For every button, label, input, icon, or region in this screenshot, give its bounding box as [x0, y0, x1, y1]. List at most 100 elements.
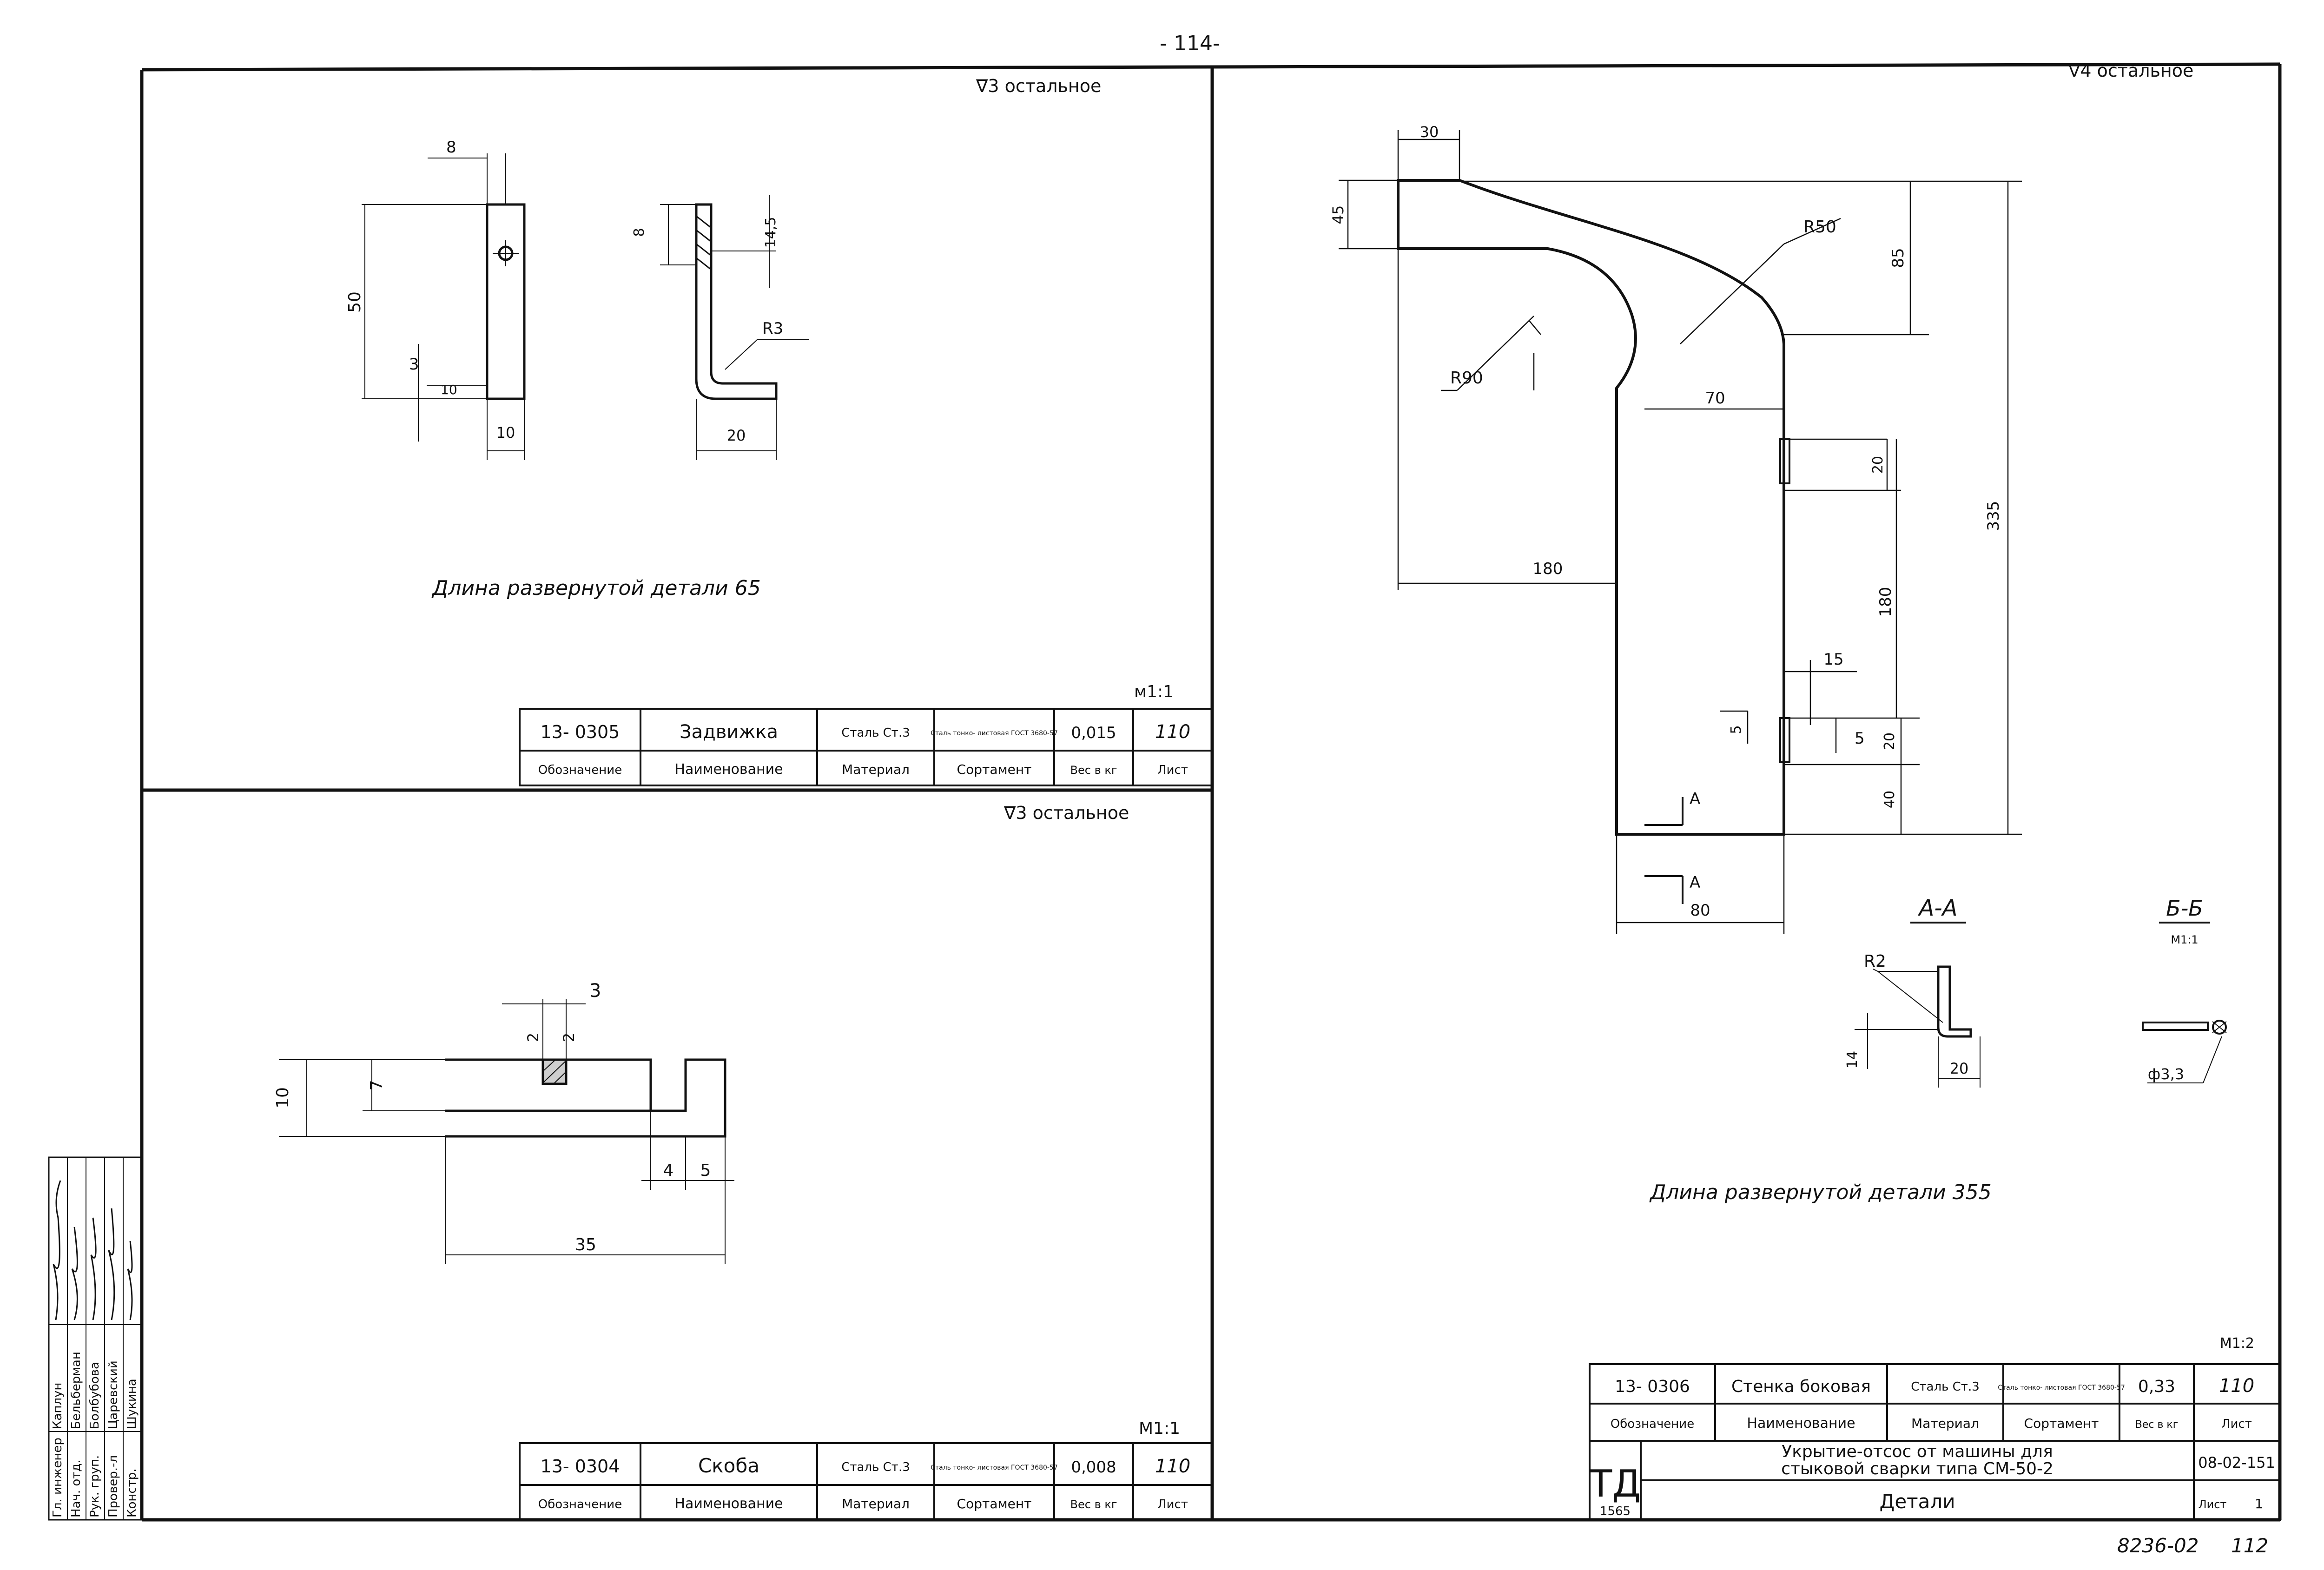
bracket-assortment: Сталь тонко- листовая ГОСТ 3680-57: [931, 1464, 1058, 1471]
latch-assortment: Сталь тонко- листовая ГОСТ 3680-57: [931, 730, 1058, 737]
dim-r2: R2: [1864, 952, 1886, 971]
dim-r50: R50: [1803, 218, 1836, 237]
title-block: [1589, 1440, 2281, 1521]
dim-80: 80: [1690, 901, 1710, 920]
latch-name: Задвижка: [680, 721, 778, 743]
dim-180-vertical: 180: [1876, 587, 1895, 617]
header-weight: Вес в кг: [1070, 1498, 1117, 1511]
unfolded-length-note-wall: Длина развернутой детали 355: [1649, 1181, 1992, 1204]
roughness-mark-bottom-left: ∇3 остальное: [1004, 803, 1129, 823]
parts-table-latch: [519, 708, 1213, 786]
dim-20-upper: 20: [1870, 456, 1886, 474]
stamp-name-3: Царевский: [106, 1360, 120, 1429]
sheet-value: 1: [2255, 1496, 2263, 1511]
section-aa-profile: [1855, 965, 1981, 1088]
dim-10-small: 10: [441, 382, 457, 397]
signature-2: [90, 1217, 97, 1320]
scale-label-latch: м1:1: [1134, 682, 1174, 701]
stamp-role-0: Гл. инженер: [51, 1438, 65, 1517]
dim-r3: R3: [762, 319, 783, 338]
dim-50: 50: [345, 291, 364, 313]
cut-label-a-bottom: А: [1690, 873, 1700, 892]
slot-upper: [1779, 438, 1790, 484]
bracket-name: Скоба: [698, 1454, 759, 1477]
header-designation: Обозначение: [538, 763, 622, 777]
dim-10-bracket: 10: [273, 1087, 292, 1108]
dim-335: 335: [1984, 501, 2003, 531]
bracket-material: Сталь Ст.3: [841, 1460, 910, 1474]
latch-weight: 0,015: [1071, 724, 1116, 742]
bracket-weight: 0,008: [1071, 1458, 1116, 1477]
bracket-designation: 13- 0304: [541, 1456, 620, 1477]
org-logo: ТД: [1589, 1462, 1641, 1505]
dim-3-bracket: 3: [589, 980, 601, 1002]
page-number: - 114-: [1160, 32, 1220, 55]
side-wall-drawing: [1397, 179, 1785, 836]
dim-20-section: 20: [1950, 1060, 1969, 1077]
section-bb-scale: М1:1: [2171, 933, 2198, 946]
bracket-drawing: [279, 999, 734, 1264]
signature-1: [71, 1227, 78, 1320]
title-line-1: Укрытие-отсос от машины для: [1782, 1442, 2053, 1461]
header-weight: Вес в кг: [2135, 1419, 2179, 1431]
roughness-mark-top-left: ∇3 остальное: [976, 76, 1101, 96]
title-line-2: стыковой сварки типа СМ-50-2: [1781, 1459, 2053, 1478]
header-name: Наименование: [674, 1496, 783, 1512]
wall-weight: 0,33: [2138, 1377, 2175, 1396]
latch-sheet: 110: [1155, 721, 1190, 743]
wall-sheet: 110: [2219, 1375, 2254, 1397]
header-designation: Обозначение: [538, 1497, 622, 1511]
dim-70: 70: [1705, 389, 1725, 408]
roughness-mark-right: ∇4 остальное: [2068, 60, 2193, 81]
signature-4: [127, 1240, 133, 1320]
section-aa-label: А-А: [1918, 895, 1958, 921]
header-sheet: Лист: [1157, 763, 1188, 777]
section-a-cut-marks: [1644, 797, 1684, 904]
dim-40: 40: [1882, 791, 1898, 808]
signature-0: [53, 1180, 61, 1320]
footer-code: 8236-02: [2117, 1534, 2199, 1557]
signature-3: [108, 1208, 115, 1320]
stamp-role-3: Провер.-л: [106, 1455, 120, 1517]
section-bb-profile: [2142, 1020, 2227, 1083]
scale-label-bracket: М1:1: [1139, 1419, 1180, 1438]
dim-3: 3: [409, 355, 419, 374]
dim-r90: R90: [1450, 369, 1483, 388]
sheet-label: Лист: [2199, 1498, 2227, 1511]
dim-10: 10: [496, 424, 515, 442]
dim-14-5: 14,5: [763, 217, 779, 248]
wall-material: Сталь Ст.3: [1911, 1380, 1980, 1394]
approval-stamp: Гл. инженер Нач. отд. Рук. груп. Провер.…: [48, 1156, 143, 1521]
dim-2-right: 2: [560, 1033, 578, 1042]
dim-45: 45: [1329, 205, 1347, 224]
side-wall-dimensions: [1339, 130, 2022, 934]
dim-180-horizontal: 180: [1533, 560, 1563, 578]
stamp-name-0: Каплун: [51, 1383, 65, 1429]
dim-8-top: 8: [446, 138, 456, 157]
cut-label-a-top: А: [1690, 790, 1700, 808]
scale-label-wall: М1:2: [2220, 1335, 2254, 1352]
dim-20: 20: [727, 427, 746, 444]
dim-5-slot: 5: [1728, 725, 1744, 734]
header-sheet: Лист: [1157, 1497, 1188, 1511]
header-weight: Вес в кг: [1070, 764, 1117, 777]
stamp-name-2: Болбубова: [88, 1362, 102, 1429]
header-designation: Обозначение: [1611, 1417, 1694, 1431]
wall-name: Стенка боковая: [1731, 1377, 1871, 1396]
dim-20-lower: 20: [1882, 732, 1898, 750]
wall-designation: 13- 0306: [1615, 1377, 1690, 1396]
header-name: Наименование: [1747, 1415, 1855, 1431]
drawing-subtitle: Детали: [1880, 1490, 1955, 1513]
dim-7-bracket: 7: [367, 1080, 386, 1091]
dim-15: 15: [1823, 650, 1843, 669]
section-bb-label: Б-Б: [2166, 896, 2203, 921]
latch-designation: 13- 0305: [541, 722, 620, 742]
bracket-sheet: 110: [1155, 1456, 1190, 1477]
dim-2-left: 2: [524, 1033, 542, 1042]
stamp-role-1: Нач. отд.: [69, 1459, 83, 1517]
dim-4-bracket: 4: [663, 1161, 674, 1180]
latch-material: Сталь Ст.3: [841, 726, 910, 740]
document-number: 08-02-151: [2198, 1454, 2275, 1471]
stamp-name-1: Бельберман: [69, 1352, 83, 1429]
